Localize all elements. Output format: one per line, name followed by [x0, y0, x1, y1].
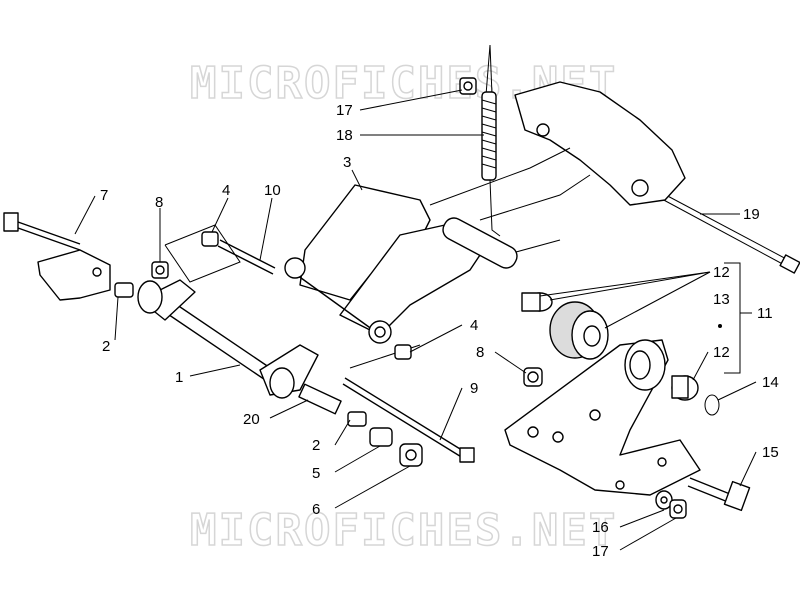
callout-11: 11: [757, 305, 773, 322]
part-18-spring: [481, 44, 501, 237]
callout-5: 5: [312, 465, 320, 482]
callout-12-upper: 12: [713, 264, 730, 281]
callout-18: 18: [336, 127, 353, 144]
part-10-pin: [217, 239, 276, 275]
watermark-bottom: MICROFICHES.NET: [190, 505, 617, 556]
callout-9: 9: [470, 380, 478, 397]
part-9-long-bolt: [342, 377, 475, 463]
callout-2-left: 2: [102, 338, 110, 355]
leader-lines: [74, 89, 757, 551]
frame-bracket: [514, 81, 686, 206]
part-16-washer: [655, 490, 673, 510]
part-11-bracket: [504, 339, 701, 496]
callout-7: 7: [100, 187, 108, 204]
part-19-long-bolt: [659, 192, 800, 274]
callout-17-bottom: 17: [592, 543, 609, 560]
part-8-nut-left: [151, 261, 169, 279]
callout-4-upper: 4: [222, 182, 230, 199]
part-15-bolt: [687, 477, 751, 512]
callout-14: 14: [762, 374, 779, 391]
part-20-spacer: [298, 383, 342, 415]
part-6-nut: [399, 443, 423, 467]
part-8-nut-right: [523, 367, 543, 387]
callout-labels: 17 18 3 7 8 4 10 2 1 20 2 5 6 4 9 8 12 1…: [100, 102, 779, 560]
callout-1: 1: [175, 369, 183, 386]
callout-4-lower: 4: [470, 317, 478, 334]
callout-3: 3: [343, 154, 351, 171]
frame-bracket-left: [37, 249, 111, 301]
alignment-guides: [164, 147, 591, 369]
callout-8-left: 8: [155, 194, 163, 211]
part-14-circlip: [704, 394, 720, 416]
part-17-nut-top: [459, 77, 477, 95]
callout-19: 19: [743, 206, 760, 223]
part-12-bushing-upper: [521, 292, 553, 312]
callout-20: 20: [243, 411, 260, 428]
callout-13: 13: [713, 291, 730, 308]
callout-12-lower: 12: [713, 344, 730, 361]
part-4-bushing-upper: [201, 231, 219, 247]
callout-8-right: 8: [476, 344, 484, 361]
part-4-bushing-lower: [394, 344, 412, 360]
callout-15: 15: [762, 444, 779, 461]
callout-6: 6: [312, 501, 320, 518]
part-17-nut-bottom: [669, 499, 687, 519]
callout-16: 16: [592, 519, 609, 536]
part-5-bushing: [369, 427, 393, 447]
part-3-swing-arm: [284, 184, 518, 344]
part-12-bushing-lower: [671, 375, 699, 401]
part-7-bolt: [3, 212, 81, 251]
part-1-shaft: [137, 279, 319, 399]
part-2-bushing-lower: [347, 411, 367, 427]
part-13-bearing: [549, 301, 609, 360]
part-2-bushing-left: [114, 282, 134, 298]
callout-17-top: 17: [336, 102, 353, 119]
callout-10: 10: [264, 182, 281, 199]
callout-2-lower: 2: [312, 437, 320, 454]
